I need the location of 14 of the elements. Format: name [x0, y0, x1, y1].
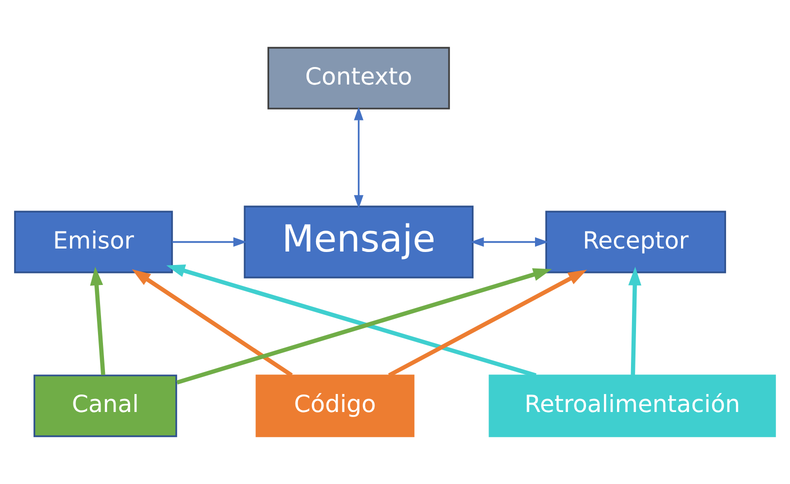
node-box: Mensaje — [244, 206, 474, 278]
arrow — [172, 237, 247, 247]
node-box: Receptor — [545, 210, 726, 274]
node-box: Canal — [34, 374, 178, 438]
node-box: Contexto — [267, 46, 450, 110]
arrow — [470, 237, 549, 247]
arrow — [90, 266, 106, 376]
arrow — [132, 269, 293, 378]
node-box: Retroalimentación — [488, 374, 776, 438]
node-box: Emisor — [14, 210, 173, 274]
arrow — [628, 266, 642, 375]
arrow — [354, 106, 364, 209]
arrow — [388, 270, 587, 378]
node-box: Código — [256, 374, 414, 438]
